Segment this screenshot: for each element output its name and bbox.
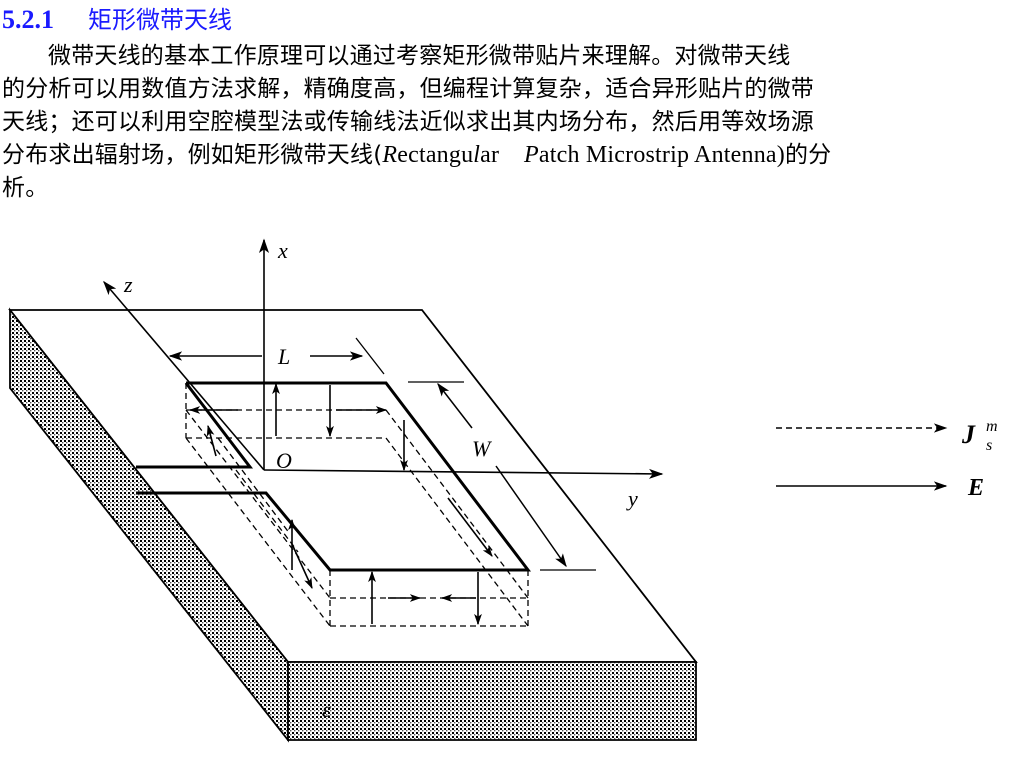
legend-js-label: J	[961, 420, 976, 449]
paragraph-line-1: 微带天线的基本工作原理可以通过考察矩形微带贴片来理解。对微带天线	[48, 43, 791, 69]
legend-js-superscript: m	[986, 418, 998, 435]
x-axis-label: x	[277, 238, 288, 263]
y-axis	[263, 468, 664, 479]
dim-L-ext-right	[355, 337, 385, 375]
dielectric-label: ε	[322, 697, 331, 722]
z-axis	[103, 280, 265, 471]
origin-label: O	[276, 448, 292, 473]
paragraph-line-5: 析。	[2, 175, 49, 201]
dim-W-arrow-down	[495, 465, 567, 568]
paragraph-line-3: 天线；还可以利用空腔模型法或传输线法近似求出其内场分布，然后用等效场源	[2, 109, 814, 135]
patch-outline	[136, 381, 532, 572]
legend-js-subscript: s	[986, 437, 992, 454]
section-heading: 5.2.1 矩形微带天线	[2, 0, 232, 36]
legend-e-label: E	[967, 475, 984, 501]
section-number: 5.2.1	[2, 5, 54, 34]
body-paragraph: 微带天线的基本工作原理可以通过考察矩形微带贴片来理解。对微带天线 的分析可以用数…	[2, 40, 1018, 205]
y-axis-label: y	[626, 486, 638, 511]
z-axis-label: z	[123, 272, 133, 297]
cavity-dashed-edges	[185, 383, 529, 627]
dim-W-label: W	[472, 436, 492, 461]
magnetic-current-arrows	[188, 406, 493, 602]
e-field-arrows	[272, 382, 482, 626]
paragraph-line-2: 的分析可以用数值方法求解，精确度高，但编程计算复杂，适合异形贴片的微带	[2, 76, 814, 102]
section-title: 矩形微带天线	[88, 6, 232, 34]
dim-L-label: L	[277, 344, 290, 369]
substrate-front-face	[287, 661, 697, 741]
dim-W-arrow-up	[437, 382, 473, 429]
paragraph-line-4: 分布求出辐射场，例如矩形微带天线(Rectangular Patch Micro…	[2, 142, 832, 168]
